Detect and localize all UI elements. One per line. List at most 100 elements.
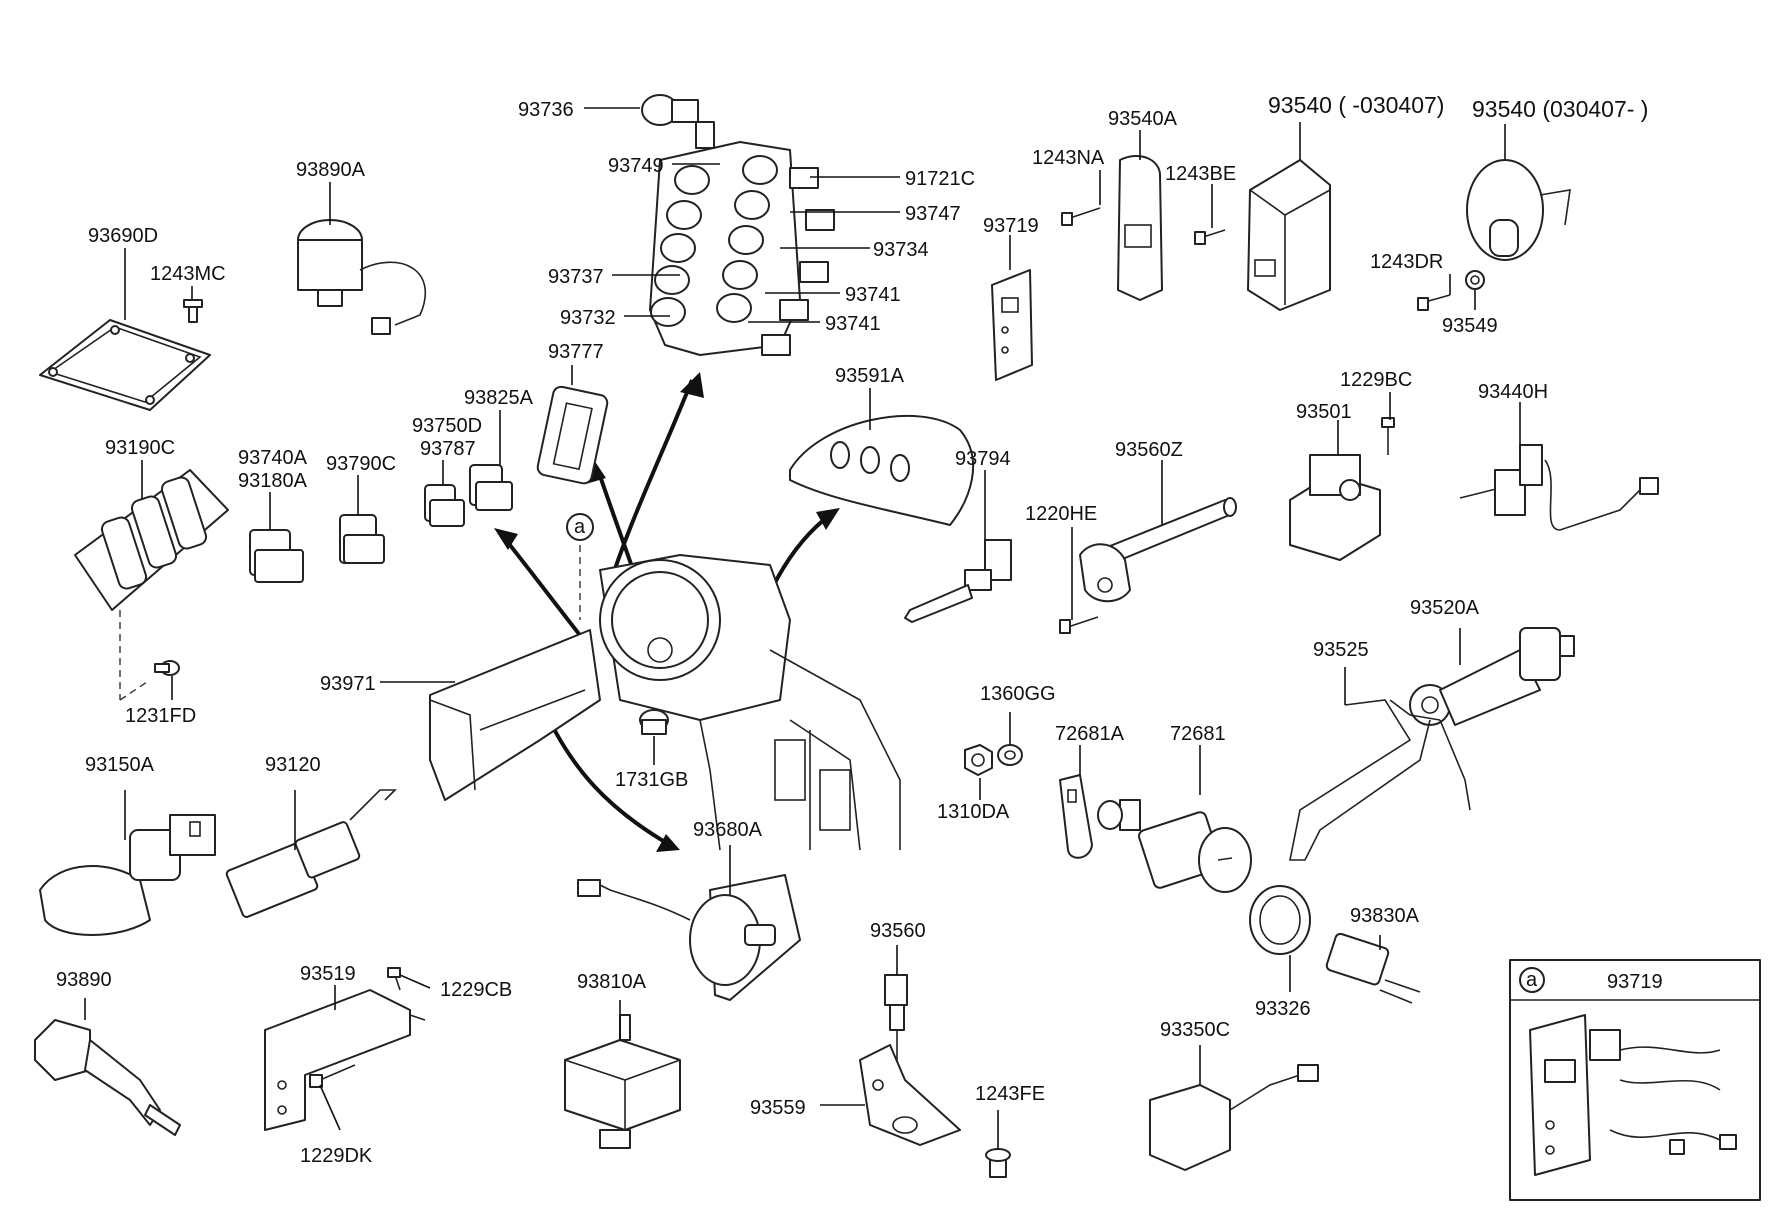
label-93326: 93326 (1255, 998, 1311, 1020)
label-93525: 93525 (1313, 639, 1369, 661)
part-93501 (1289, 454, 1381, 561)
inset-part-label: 93719 (1607, 971, 1663, 993)
label-93736: 93736 (518, 99, 574, 121)
plate-93559 (859, 1044, 961, 1146)
switch-93830a (1325, 932, 1421, 1004)
inset-marker-label: a (1526, 969, 1538, 991)
label-93830a: 93830A (1350, 905, 1420, 927)
dashboard-assembly (429, 554, 901, 851)
screw-1243be (1194, 229, 1226, 245)
box-93540-1 (1247, 159, 1331, 311)
plate-93719 (991, 269, 1033, 381)
switch-93560 (884, 974, 908, 1065)
label-93787: 93787 (420, 438, 476, 460)
label-1310da: 1310DA (937, 801, 1010, 823)
label-93540-2: 93540 (030407- ) (1472, 96, 1648, 122)
screw-1229cb (387, 967, 401, 991)
label-93741-a: 93741 (845, 284, 901, 306)
label-93737: 93737 (548, 266, 604, 288)
box-93540-2 (1466, 159, 1571, 261)
screw-1220he (1059, 616, 1099, 634)
label-93732: 93732 (560, 307, 616, 329)
label-93734: 93734 (873, 239, 929, 261)
label-93190c: 93190C (105, 437, 175, 459)
bracket-93525 (1289, 699, 1471, 861)
label-93747: 93747 (905, 203, 961, 225)
switch-93790c (339, 514, 385, 564)
switch-93810a (564, 1014, 681, 1149)
label-1229cb: 1229CB (440, 979, 512, 1001)
label-93794: 93794 (955, 448, 1011, 470)
label-1229dk: 1229DK (300, 1145, 373, 1167)
nut-1360gg (964, 744, 993, 776)
label-1231fd: 1231FD (125, 705, 196, 727)
label-93740a: 93740A (238, 447, 308, 469)
label-93519: 93519 (300, 963, 356, 985)
screw-1243dr (1417, 294, 1451, 311)
label-93741-b: 93741 (825, 313, 881, 335)
part-93440h (1459, 444, 1659, 531)
label-93350c: 93350C (1160, 1019, 1230, 1041)
plug-1731gb (639, 709, 669, 735)
label-1243na: 1243NA (1032, 147, 1105, 169)
part-93520a (1409, 627, 1575, 726)
label-93520a: 93520A (1410, 597, 1480, 619)
screw-1243na (1061, 207, 1101, 226)
lock-72681 (1097, 799, 1252, 893)
part-93190c (74, 469, 229, 611)
a-marker-circle (566, 513, 594, 541)
label-1243dr: 1243DR (1370, 251, 1443, 273)
screw-1229dk (309, 1064, 356, 1088)
bracket-93540a (1117, 155, 1163, 301)
label-93690d: 93690D (88, 225, 158, 247)
label-93150a: 93150A (85, 754, 155, 776)
switch-93794 (904, 539, 1012, 623)
switch-93736 (641, 94, 715, 149)
bolt-1231fd (154, 660, 180, 676)
label-93540-1: 93540 ( -030407) (1268, 92, 1444, 118)
key-72681a (1059, 774, 1093, 859)
label-1243be: 1243BE (1165, 163, 1236, 185)
label-93591a: 93591A (835, 365, 905, 387)
switch-93777 (536, 385, 609, 485)
ring-93326 (1249, 885, 1311, 955)
cover-93591a (789, 414, 975, 526)
label-93971: 93971 (320, 673, 376, 695)
bolt-1243fe (985, 1148, 1011, 1178)
label-93120: 93120 (265, 754, 321, 776)
label-93825a: 93825A (464, 387, 534, 409)
switch-93120 (225, 789, 397, 918)
washer-1310da (997, 744, 1023, 766)
label-72681a: 72681A (1055, 723, 1125, 745)
label-93680a: 93680A (693, 819, 763, 841)
switch-93150a (39, 814, 216, 936)
label-a-marker: a (574, 516, 586, 538)
rod-93560z (1079, 497, 1237, 603)
inset-panel (1509, 959, 1761, 1201)
label-93549: 93549 (1442, 315, 1498, 337)
label-1731gb: 1731GB (615, 769, 688, 791)
part-labels: 93736 93749 91721C 93747 93734 93737 937… (56, 92, 1663, 1167)
label-91721c: 91721C (905, 168, 975, 190)
label-93719: 93719 (983, 215, 1039, 237)
label-1229bc: 1229BC (1340, 369, 1412, 391)
label-1360gg: 1360GG (980, 683, 1056, 705)
label-1243fe: 1243FE (975, 1083, 1045, 1105)
label-93540a: 93540A (1108, 108, 1178, 130)
a-marker-line (119, 545, 581, 701)
bracket-93519 (264, 989, 426, 1131)
screw-1243mc (183, 299, 203, 323)
label-93180a: 93180A (238, 470, 308, 492)
label-93810a: 93810A (577, 971, 647, 993)
label-93750d: 93750D (412, 415, 482, 437)
screw-1229bc (1381, 417, 1395, 455)
label-72681: 72681 (1170, 723, 1226, 745)
label-1220he: 1220HE (1025, 503, 1097, 525)
switch-93680a (577, 874, 801, 1001)
label-93560: 93560 (870, 920, 926, 942)
sensor-93890 (34, 1019, 181, 1136)
label-93560z: 93560Z (1115, 439, 1183, 461)
label-1243mc: 1243MC (150, 263, 226, 285)
switch-93750d (424, 484, 465, 527)
